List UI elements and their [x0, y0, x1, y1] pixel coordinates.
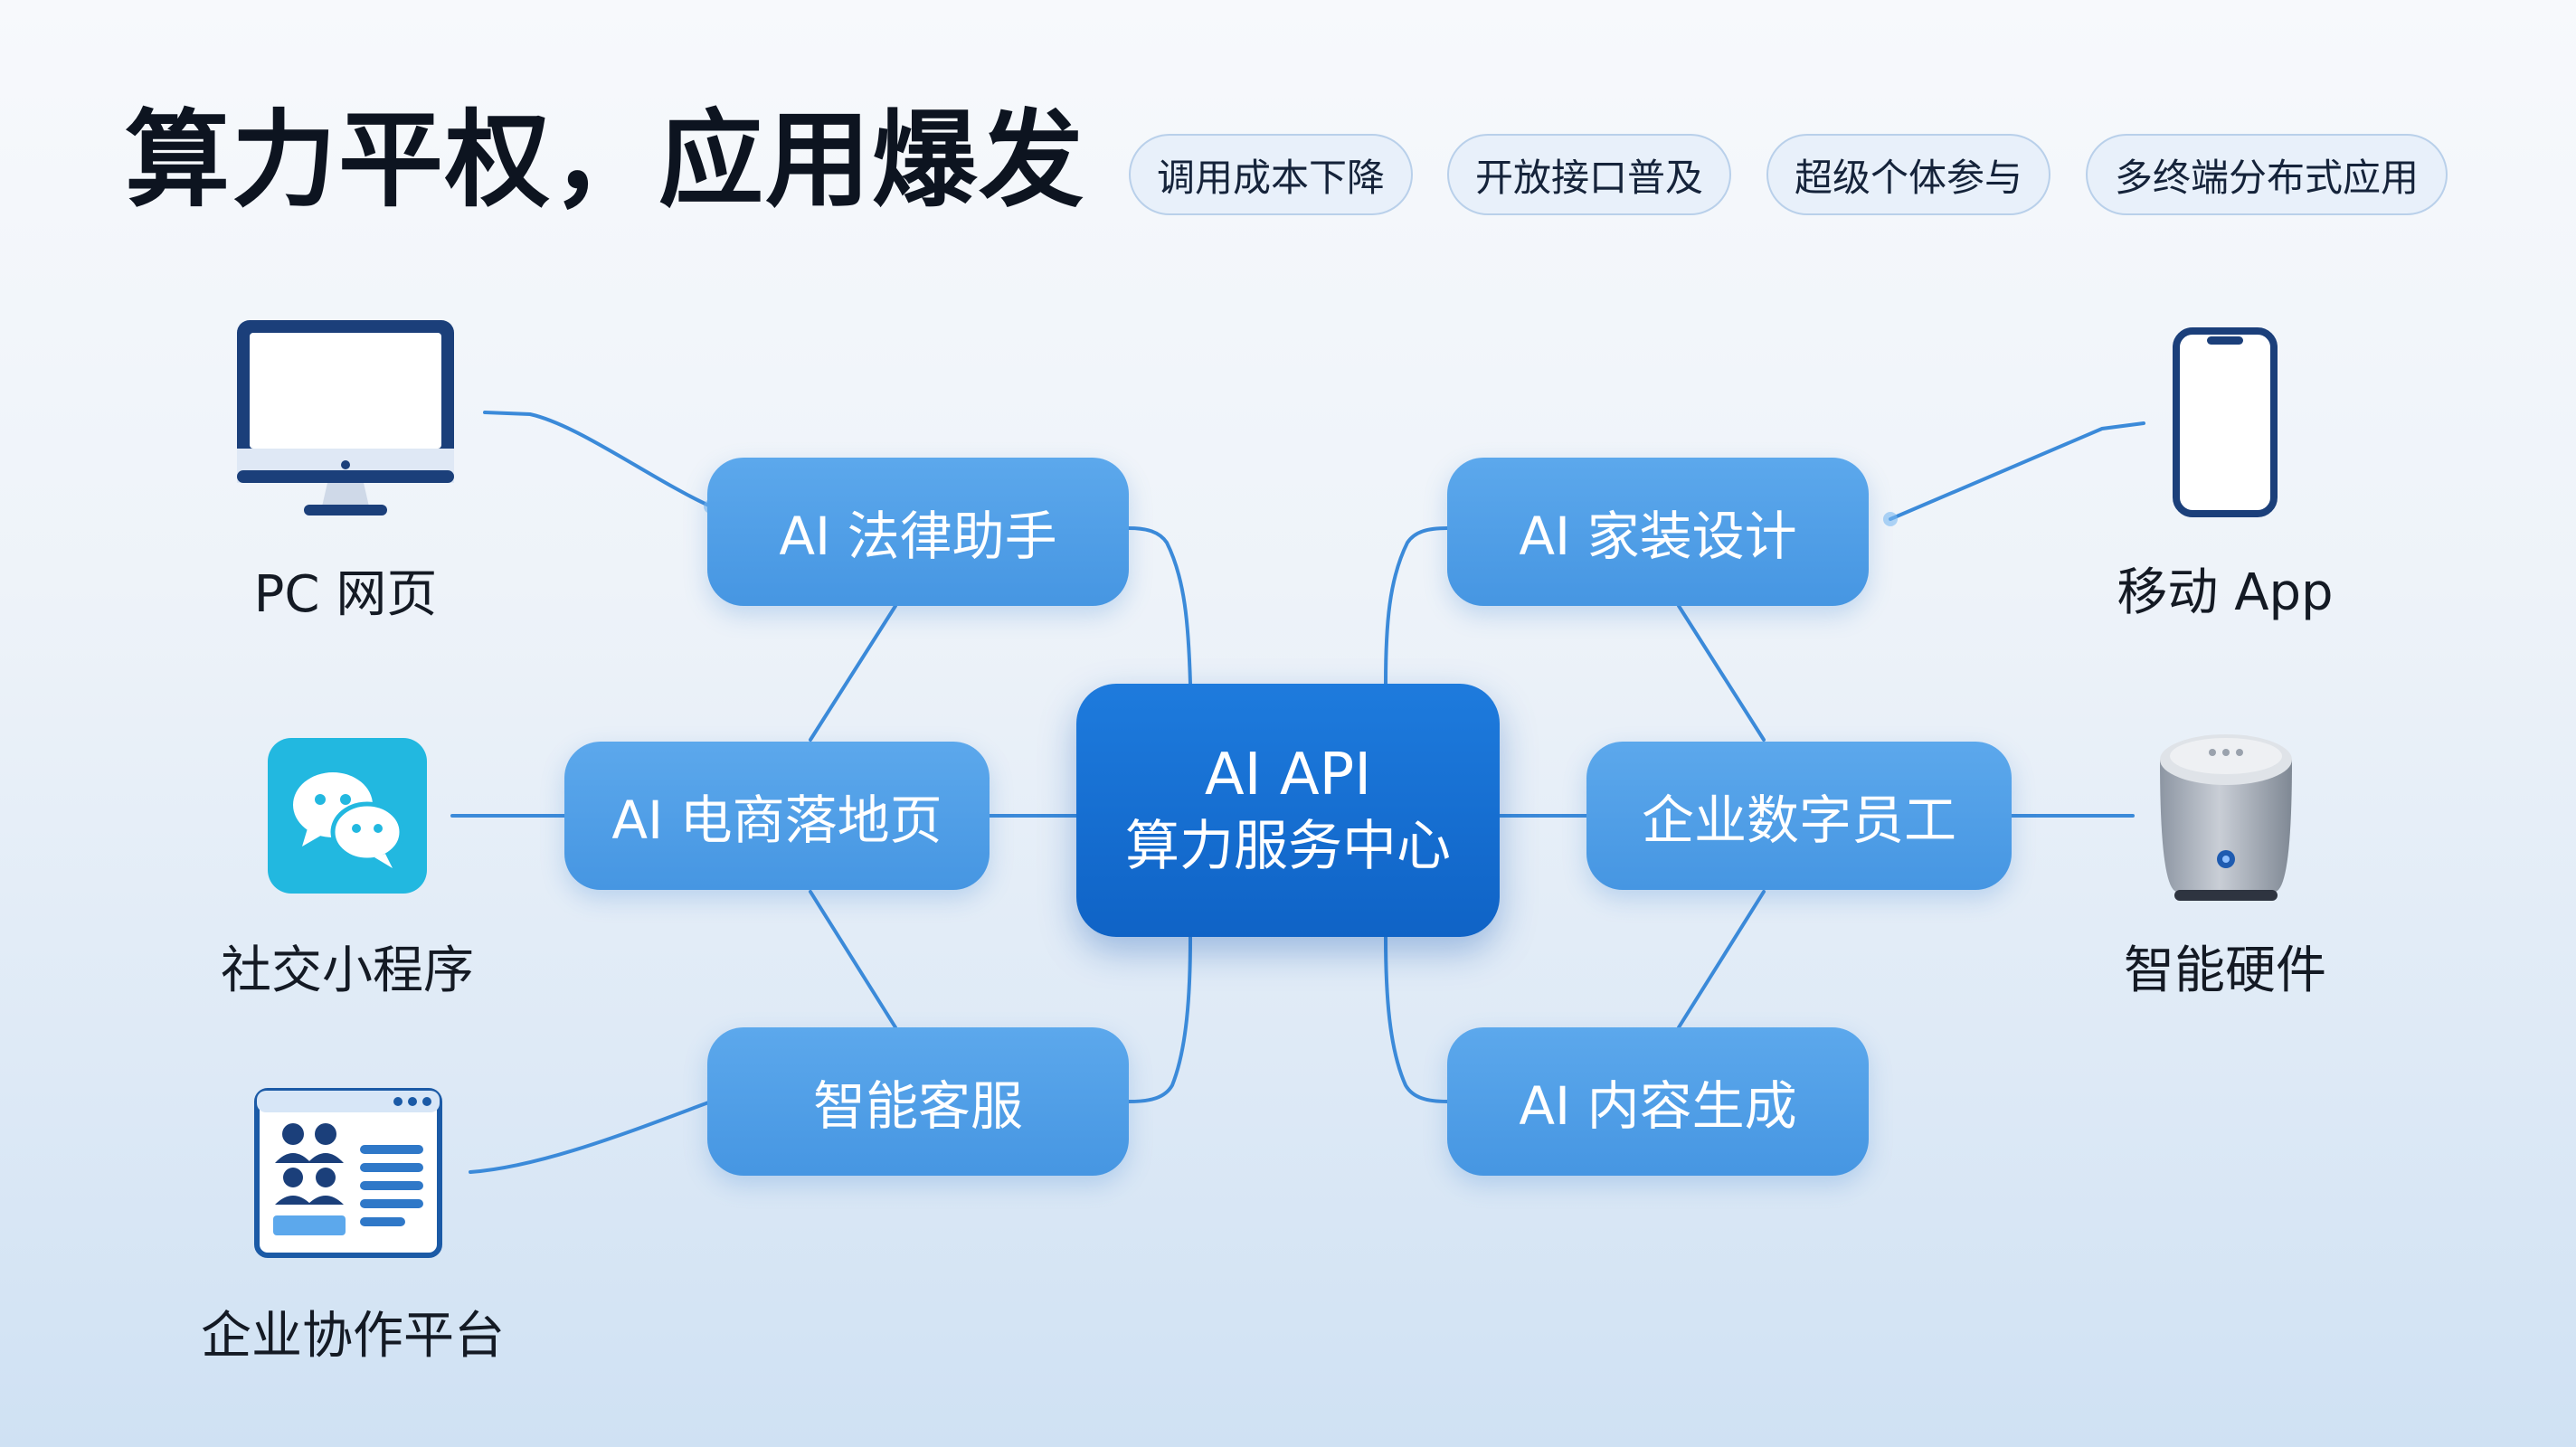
link-legal-pc	[483, 411, 713, 508]
node-digital-employee: 企业数字员工	[1586, 742, 2012, 890]
center-hub: AI API 算力服务中心	[1076, 684, 1500, 937]
center-hub-title: AI API	[1204, 742, 1372, 809]
link-center-legal	[1127, 526, 1192, 686]
platform-label-mini: 社交小程序	[221, 941, 474, 1000]
link-home-employee	[1677, 604, 1766, 742]
link-center-content	[1384, 935, 1449, 1103]
tag-open-interface: 开放接口普及	[1447, 134, 1731, 215]
link-center-home	[1384, 526, 1449, 686]
link-center-service	[1127, 935, 1192, 1103]
link-legal-ecommerce	[809, 604, 897, 742]
node-ai-content-generation: AI 内容生成	[1447, 1027, 1869, 1176]
tag-super-individual: 超级个体参与	[1766, 134, 2050, 215]
node-ai-legal-assistant: AI 法律助手	[707, 458, 1129, 606]
node-ai-ecommerce-landing: AI 电商落地页	[564, 742, 990, 890]
platform-label-mobile: 移动 App	[2117, 563, 2334, 622]
link-employee-content	[1677, 890, 1766, 1029]
monitor-icon	[232, 315, 459, 523]
node-smart-customer-service: 智能客服	[707, 1027, 1129, 1176]
tag-cost-down: 调用成本下降	[1129, 134, 1413, 215]
team-dashboard-icon	[253, 1087, 443, 1259]
node-ai-home-design: AI 家装设计	[1447, 458, 1869, 606]
page-title: 算力平权，应用爆发	[125, 99, 1085, 222]
platform-label-pc: PC 网页	[253, 565, 438, 624]
smart-speaker-icon	[2149, 724, 2303, 904]
smartphone-icon	[2171, 326, 2279, 519]
center-hub-subtitle: 算力服务中心	[1125, 815, 1451, 878]
link-service-collab	[469, 1100, 713, 1174]
tag-multi-terminal: 多终端分布式应用	[2086, 134, 2448, 215]
link-home-mobile	[1889, 421, 2145, 521]
platform-label-hardware: 智能硬件	[2124, 941, 2326, 1000]
platform-label-collab: 企业协作平台	[201, 1307, 505, 1366]
link-ecommerce-service	[809, 890, 897, 1029]
chat-bubbles-icon	[268, 738, 427, 894]
